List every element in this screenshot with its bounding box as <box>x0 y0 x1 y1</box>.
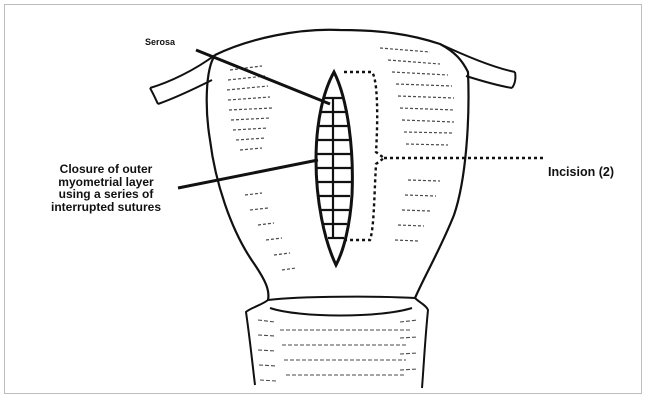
incision-label: Incision (2) <box>548 166 614 179</box>
left-shading <box>227 66 296 270</box>
serosa-label: Serosa <box>145 38 175 47</box>
cervix-outline <box>246 297 428 388</box>
closure-leader-line <box>178 160 318 188</box>
serosa-leader-line <box>196 50 330 104</box>
left-tube <box>150 55 215 104</box>
right-shading <box>380 48 455 241</box>
cervix-shading <box>258 320 418 381</box>
closure-label: Closure of outer myometrial layer using … <box>26 163 186 213</box>
